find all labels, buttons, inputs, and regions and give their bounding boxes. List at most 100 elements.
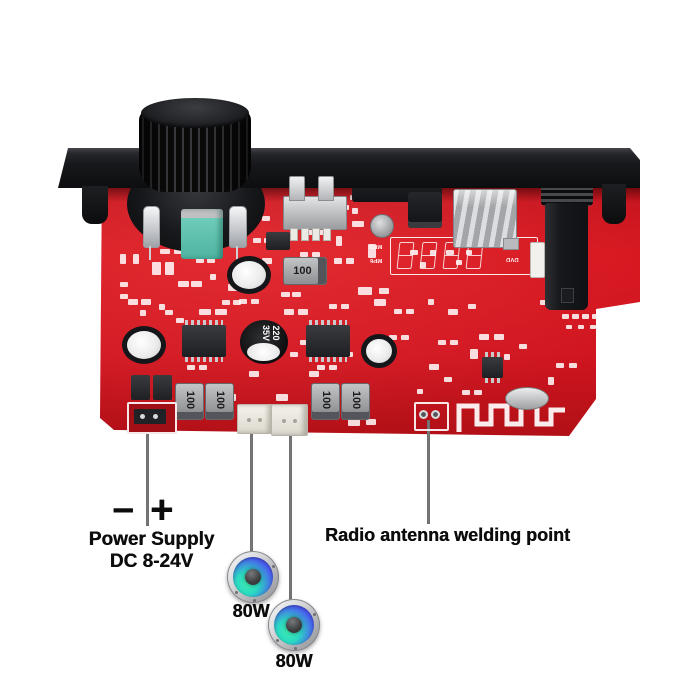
silkscreen-mark <box>474 390 482 395</box>
silkscreen-mark <box>462 390 470 395</box>
silkscreen-mark <box>262 258 272 264</box>
silkscreen-mark <box>152 262 161 275</box>
silkscreen-mark <box>417 389 423 394</box>
power-supply-label: Power Supply DC 8-24V <box>64 529 239 573</box>
speaker-cone <box>274 605 314 645</box>
silkscreen-mark <box>448 309 458 315</box>
inductor-value: 100 <box>319 390 332 410</box>
silkscreen-mark <box>428 299 434 305</box>
inductor: 100 <box>283 257 327 285</box>
silkscreen-mark <box>540 300 548 305</box>
inductor-value: 100 <box>293 265 312 277</box>
silkscreen-mark <box>165 262 174 275</box>
antenna-welding-point <box>414 402 449 431</box>
silkscreen-mark <box>401 335 409 340</box>
silkscreen-mark <box>494 334 504 340</box>
inductor: 100 <box>175 383 204 420</box>
speaker-cone <box>233 557 273 597</box>
silkscreen-mark <box>466 250 472 255</box>
silkscreen-mark <box>262 216 270 221</box>
small-ic <box>266 232 290 250</box>
volume-knob-top <box>141 98 249 128</box>
power-connector <box>127 402 177 434</box>
silkscreen-mark <box>191 281 202 287</box>
silkscreen-mark <box>251 299 259 304</box>
capacitor-value-label: 220 <box>271 325 281 341</box>
dvd-logo: DVD <box>506 256 519 262</box>
power-pin <box>153 414 158 419</box>
silkscreen-mark <box>592 314 599 319</box>
smd-capacitor <box>153 375 172 400</box>
silkscreen-mark <box>446 250 454 255</box>
led <box>143 206 160 248</box>
tf-card-slot <box>453 189 517 248</box>
silkscreen-mark <box>438 340 446 345</box>
usb-port <box>283 196 347 230</box>
silkscreen-mark <box>174 249 184 254</box>
led-leg <box>236 246 238 260</box>
silkscreen-mark <box>196 258 204 263</box>
silkscreen-mark <box>120 282 128 287</box>
silkscreen-mark <box>281 292 290 297</box>
silkscreen-mark <box>562 314 569 319</box>
silkscreen-mark <box>556 363 564 368</box>
capacitor-220uf: 220 35V <box>240 320 288 364</box>
silkscreen-mark <box>290 352 298 357</box>
power-supply-title: Power Supply <box>88 529 215 550</box>
silkscreen-mark <box>566 325 572 329</box>
led <box>229 206 247 248</box>
white-smd-part <box>530 242 545 278</box>
silkscreen-mark <box>276 394 288 401</box>
tf-slot-tab <box>503 238 519 250</box>
silkscreen-mark <box>233 300 241 305</box>
silkscreen-mark <box>329 304 337 309</box>
silkscreen-mark <box>519 344 527 349</box>
metal-disc <box>370 214 394 238</box>
silkscreen-mark <box>199 309 211 315</box>
silkscreen-mark <box>430 250 436 256</box>
panel-foot-right <box>602 184 626 224</box>
silkscreen-mark <box>249 371 259 377</box>
smd-capacitor <box>131 375 150 400</box>
inductor-value: 100 <box>349 390 362 410</box>
capacitor-top <box>247 343 280 361</box>
silkscreen-mark <box>253 238 261 243</box>
silkscreen-mark <box>165 310 173 315</box>
display-digit-icon <box>396 242 415 269</box>
silkscreen-mark <box>394 309 402 314</box>
inductor-value: 100 <box>183 390 196 410</box>
silkscreen-mark <box>187 365 195 370</box>
speaker2-power-label: 80W <box>275 651 313 671</box>
inductor-value: 100 <box>213 390 226 410</box>
silkscreen-mark <box>374 299 386 306</box>
led-leg <box>149 246 151 260</box>
ir-receiver <box>181 209 223 259</box>
silkscreen-mark <box>366 419 376 425</box>
silkscreen-mark <box>292 292 301 297</box>
capacitor <box>361 334 397 368</box>
speaker-connector <box>237 404 273 434</box>
usb-spring-tab <box>318 176 334 201</box>
silkscreen-mark <box>128 299 138 305</box>
silkscreen-mark <box>133 254 139 264</box>
audio-jack-mark <box>561 288 574 303</box>
silkscreen-mark <box>120 294 128 299</box>
antenna-label: Radio antenna welding point <box>325 525 570 545</box>
silkscreen-mark <box>284 309 294 315</box>
amplifier-ic <box>306 320 350 362</box>
crystal-oscillator <box>505 387 549 410</box>
usb-pin <box>290 228 298 241</box>
silkscreen-mark <box>368 244 376 258</box>
usb-pin <box>301 228 309 241</box>
silkscreen-mark <box>352 208 358 214</box>
inductor: 100 <box>341 383 370 420</box>
silkscreen-mark <box>329 365 337 370</box>
silkscreen-mark <box>199 365 207 370</box>
silkscreen-mark <box>504 354 510 360</box>
silkscreen-mark <box>450 340 458 345</box>
silkscreen-mark <box>317 365 325 370</box>
silkscreen-mark <box>470 349 478 359</box>
silkscreen-mark <box>222 300 230 305</box>
silkscreen-mark <box>468 304 476 309</box>
